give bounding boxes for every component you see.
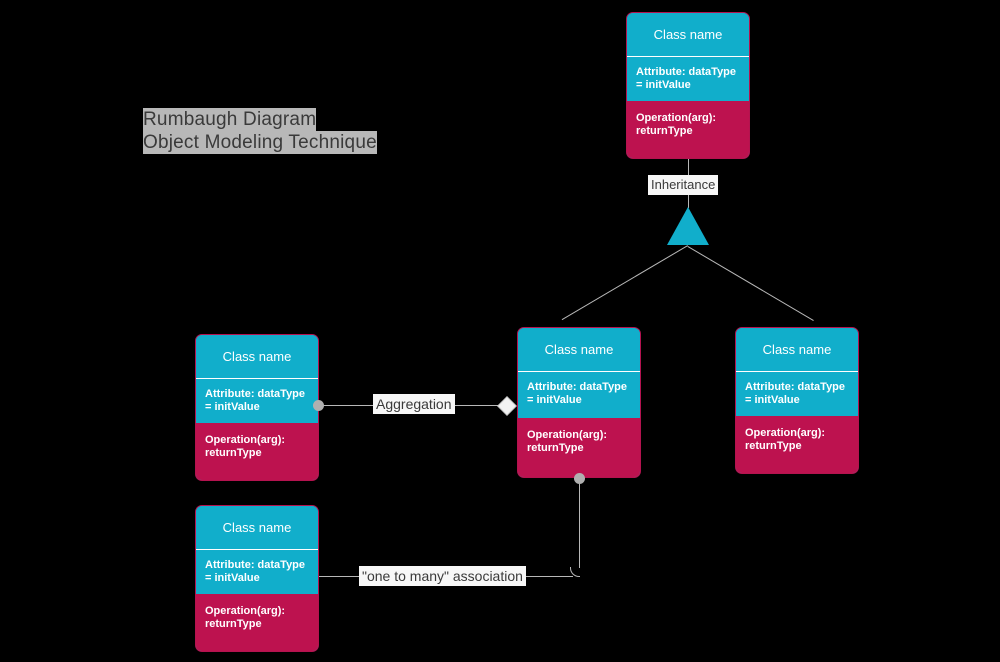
class-attribute-top: Attribute: dataType = initValue	[627, 57, 749, 101]
class-name-left: Class name	[196, 335, 318, 379]
inheritance-branch-left-line	[561, 245, 688, 321]
class-operation-left: Operation(arg): returnType	[196, 423, 318, 480]
class-name-top: Class name	[627, 13, 749, 57]
aggregation-diamond-icon	[497, 396, 517, 416]
class-box-right[interactable]: Class name Attribute: dataType = initVal…	[735, 327, 859, 474]
class-operation-top: Operation(arg): returnType	[627, 101, 749, 158]
class-operation-right: Operation(arg): returnType	[736, 416, 858, 473]
class-box-bottom-left[interactable]: Class name Attribute: dataType = initVal…	[195, 505, 319, 652]
class-box-left[interactable]: Class name Attribute: dataType = initVal…	[195, 334, 319, 481]
class-attribute-center: Attribute: dataType = initValue	[518, 372, 640, 418]
title-line-2: Object Modeling Technique	[143, 131, 377, 154]
class-attribute-left: Attribute: dataType = initValue	[196, 379, 318, 423]
title-line-1: Rumbaugh Diagram	[143, 108, 317, 131]
class-name-center: Class name	[518, 328, 640, 372]
class-operation-bottom-left: Operation(arg): returnType	[196, 594, 318, 651]
page-title: Rumbaugh Diagram Object Modeling Techniq…	[143, 62, 377, 154]
class-box-center[interactable]: Class name Attribute: dataType = initVal…	[517, 327, 641, 478]
aggregation-label: Aggregation	[373, 394, 455, 414]
one-to-many-vertical-line	[579, 478, 580, 568]
inheritance-branch-right-line	[687, 246, 814, 321]
class-name-bottom-left: Class name	[196, 506, 318, 550]
class-attribute-bottom-left: Attribute: dataType = initValue	[196, 550, 318, 594]
aggregation-source-dot-icon	[313, 400, 324, 411]
inheritance-triangle-icon	[667, 207, 709, 245]
class-attribute-right: Attribute: dataType = initValue	[736, 372, 858, 416]
one-to-many-label: "one to many" association	[359, 566, 526, 586]
inheritance-label: Inheritance	[648, 175, 719, 195]
class-box-top[interactable]: Class name Attribute: dataType = initVal…	[626, 12, 750, 159]
one-to-many-target-dot-icon	[574, 473, 585, 484]
class-name-right: Class name	[736, 328, 858, 372]
class-operation-center: Operation(arg): returnType	[518, 418, 640, 477]
